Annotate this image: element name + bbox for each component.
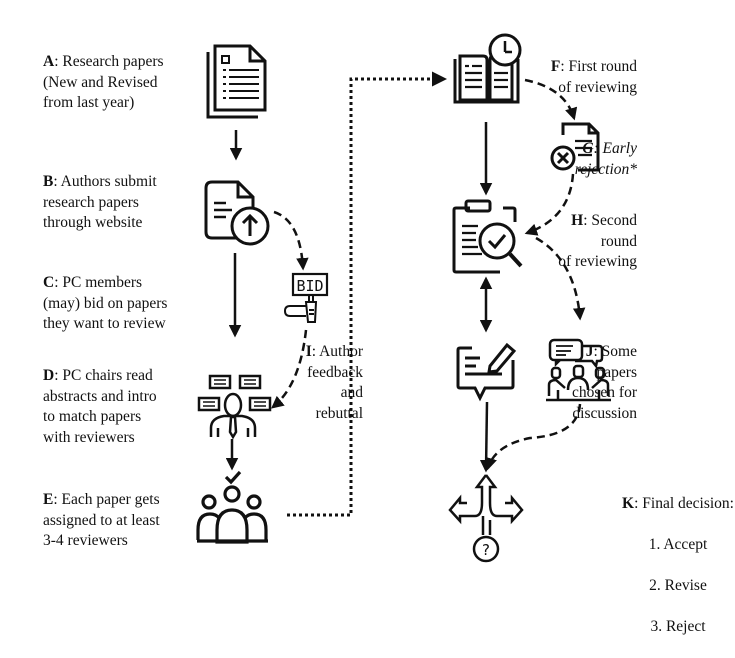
arrow-h-j bbox=[535, 236, 586, 321]
step-g-label: G: Early rejection* bbox=[575, 139, 637, 180]
step-e-key: E bbox=[43, 491, 54, 508]
step-k-key: K bbox=[622, 494, 635, 512]
discussion-meeting-icon bbox=[546, 338, 611, 402]
step-d-key: D bbox=[43, 367, 55, 384]
clipboard-review-icon bbox=[452, 199, 523, 274]
step-j-key: J bbox=[585, 343, 594, 360]
arrow-j-k bbox=[484, 403, 582, 471]
step-h-label: H: Second round of reviewing bbox=[558, 211, 637, 273]
rejected-document-icon bbox=[550, 122, 600, 172]
step-k-text: : Final decision: bbox=[634, 494, 734, 512]
decision-crossroad-icon: ? bbox=[448, 474, 524, 563]
step-i-label: I: Author feedback and rebuttal bbox=[306, 342, 363, 424]
decision-option-revise: 2. Revise bbox=[649, 576, 707, 594]
decision-option-accept: 1. Accept bbox=[648, 535, 708, 553]
step-h-text: : Second round of reviewing bbox=[558, 212, 637, 270]
step-b-label: B: Authors submit research papers throug… bbox=[43, 172, 157, 234]
flow-diagram: BID bbox=[196, 33, 611, 563]
step-i-key: I bbox=[305, 343, 312, 360]
arrow-bid-d bbox=[271, 329, 308, 409]
step-b-key: B bbox=[43, 173, 54, 190]
bid-sign-text: BID bbox=[296, 277, 323, 295]
arrow-b-bid bbox=[273, 210, 309, 271]
step-d-label: D: PC chairs read abstracts and intro to… bbox=[43, 366, 157, 448]
arrow-e-f bbox=[287, 71, 447, 517]
bid-sign-icon: BID bbox=[283, 272, 329, 323]
step-j-text: : Some papers chosen for discussion bbox=[572, 343, 637, 422]
step-c-text: : PC members (may) bid on papers they wa… bbox=[43, 274, 168, 332]
step-f-text: : First round of reviewing bbox=[558, 58, 637, 96]
feedback-edit-icon bbox=[456, 342, 517, 402]
step-j-label: J: Some papers chosen for discussion bbox=[572, 342, 637, 424]
upload-document-icon bbox=[204, 180, 270, 246]
step-c-key: C bbox=[43, 274, 55, 291]
reviewer-group-icon bbox=[196, 470, 268, 544]
step-g-key: G bbox=[582, 140, 594, 157]
step-e-label: E: Each paper gets assigned to at least … bbox=[43, 490, 160, 552]
book-clock-icon bbox=[453, 33, 522, 104]
step-i-text: : Author feedback and rebuttal bbox=[307, 343, 363, 422]
arrow-f-g bbox=[524, 78, 578, 121]
step-f-label: F: First round of reviewing bbox=[551, 57, 637, 98]
step-k-label: K: Final decision: 1. Accept 2. Revise 3… bbox=[580, 473, 735, 658]
svg-text:?: ? bbox=[482, 541, 490, 559]
step-h-key: H bbox=[571, 212, 584, 229]
step-a-text: : Research papers (New and Revised from … bbox=[43, 53, 164, 111]
step-b-text: : Authors submit research papers through… bbox=[43, 173, 157, 231]
step-a-label: A: Research papers (New and Revised from… bbox=[43, 52, 164, 114]
step-c-label: C: PC members (may) bid on papers they w… bbox=[43, 273, 167, 335]
arrow-g-h bbox=[524, 173, 575, 236]
documents-icon bbox=[206, 44, 267, 119]
step-g-text: : Early rejection* bbox=[574, 140, 637, 178]
step-f-key: F bbox=[550, 58, 561, 75]
step-e-text: : Each paper gets assigned to at least 3… bbox=[43, 491, 160, 549]
decision-option-reject: 3. Reject bbox=[650, 617, 706, 635]
pc-chair-icon bbox=[197, 374, 272, 440]
step-a-key: A bbox=[43, 53, 55, 70]
arrow-i-k bbox=[479, 401, 493, 473]
step-d-text: : PC chairs read abstracts and intro to … bbox=[43, 367, 157, 446]
